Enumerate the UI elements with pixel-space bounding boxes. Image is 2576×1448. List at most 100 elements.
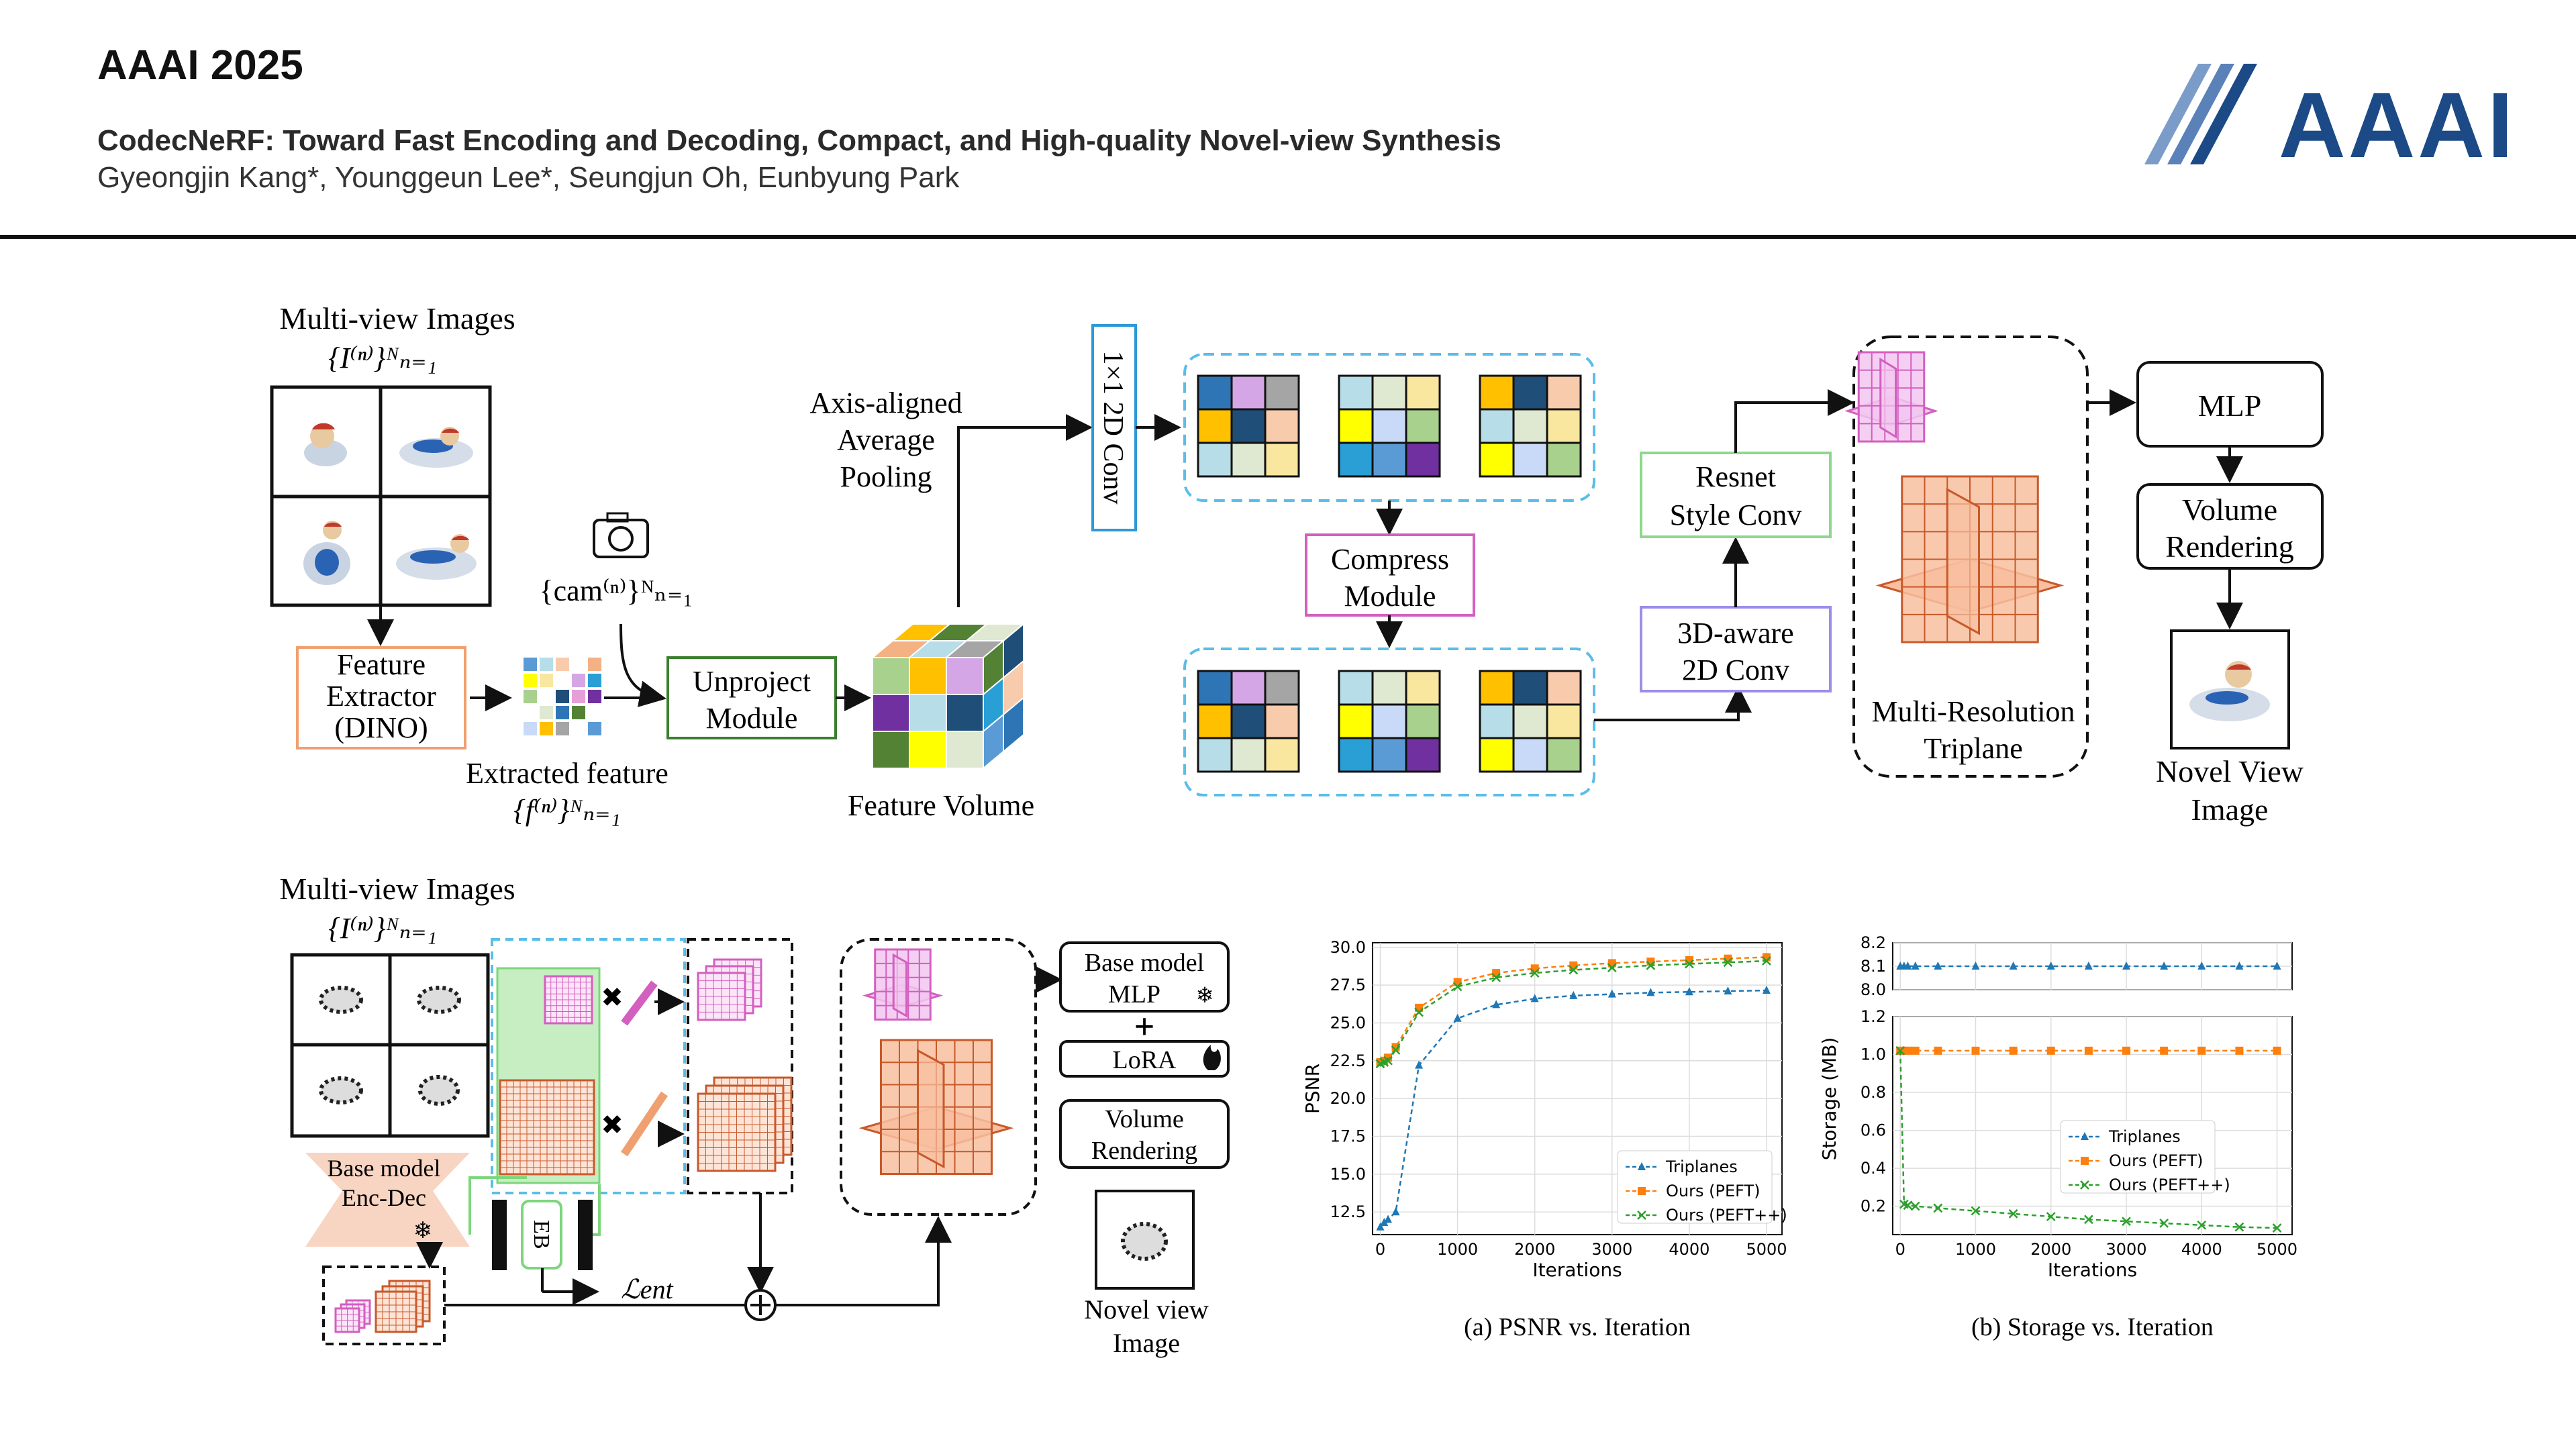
y-tick-label: 30.0 — [1330, 938, 1366, 957]
cube-front-cell — [872, 731, 910, 769]
series-line — [1899, 1050, 2277, 1229]
x-tick-label: 3000 — [2106, 1240, 2146, 1259]
data-point — [1530, 968, 1540, 978]
xz-plane-cell — [1338, 703, 1374, 739]
cube-front-cell — [872, 657, 910, 695]
legend-label: Ours (PEFT++) — [1666, 1206, 1787, 1225]
pooling-label-3: Pooling — [840, 460, 932, 493]
x-tick-label: 0 — [1375, 1240, 1385, 1259]
yz-plane-cell — [1546, 408, 1582, 444]
paper-title: CodecNeRF: Toward Fast Encoding and Deco… — [97, 124, 1501, 157]
zebra-icon — [319, 986, 461, 1106]
depth-plane — [917, 1049, 945, 1169]
legend-label: Ours (PEFT) — [1666, 1182, 1761, 1200]
bottom-large-triplane-icon — [858, 1039, 1014, 1175]
data-point — [1685, 987, 1693, 996]
feature-patch — [524, 658, 537, 671]
data-point — [1903, 1046, 1912, 1055]
data-point — [1491, 972, 1501, 982]
data-point — [2122, 1217, 2131, 1227]
mlp-label: MLP — [2198, 389, 2262, 423]
data-point — [2084, 1214, 2093, 1225]
legend-marker — [1637, 1210, 1646, 1220]
xy-plane-cell — [1197, 670, 1233, 706]
x-axis-label: Iterations — [1532, 1259, 1622, 1281]
pink-low-rank-factor — [621, 980, 658, 1026]
data-point — [1415, 1060, 1424, 1069]
y-tick-label: 27.5 — [1330, 976, 1366, 994]
feature-patch — [540, 674, 553, 687]
feature-patch — [540, 706, 553, 719]
multiply-icon-1: ✖ — [601, 982, 624, 1013]
data-point — [1607, 989, 1616, 998]
data-point — [2272, 1223, 2282, 1233]
xz-plane-cell — [1405, 703, 1441, 739]
legend-marker — [2080, 1180, 2089, 1190]
yz-plane-cell — [1546, 737, 1582, 773]
y-tick-label: 22.5 — [1330, 1051, 1366, 1070]
cube-front-cell — [946, 731, 984, 769]
data-point — [1762, 956, 1771, 966]
x-tick-label: 1000 — [1955, 1240, 1996, 1259]
multires-triplane-box — [1852, 335, 2089, 778]
yz-plane-cell — [1512, 408, 1548, 444]
xz-plane-cell — [1338, 374, 1374, 411]
xz-plane-cell — [1371, 408, 1407, 444]
x-tick-label: 5000 — [2257, 1240, 2297, 1259]
feature-patch — [556, 706, 569, 719]
data-point — [1911, 1046, 1920, 1055]
data-point — [1971, 1206, 1981, 1216]
unproject-label-1: Unproject — [693, 665, 811, 698]
data-point — [2084, 1046, 2093, 1055]
legend-marker — [1638, 1187, 1646, 1195]
xy-plane-cell — [1230, 374, 1267, 411]
xz-plane-cell — [1338, 408, 1374, 444]
data-point — [1391, 1207, 1400, 1216]
data-point — [2009, 1046, 2018, 1055]
orange-low-rank-factor — [621, 1091, 668, 1157]
legend-label: Ours (PEFT++) — [2109, 1176, 2230, 1194]
multiply-icon-2: ✖ — [601, 1110, 624, 1140]
aware-conv-box — [1640, 606, 1832, 692]
feature-patch — [572, 674, 585, 687]
depth-plane — [1946, 487, 1980, 635]
volume-rendering-label-1: Volume — [2182, 493, 2277, 527]
xz-plane-cell — [1338, 737, 1374, 773]
xy-plane-cell — [1264, 374, 1300, 411]
data-point — [1762, 985, 1771, 994]
xy-plane-cell — [1264, 670, 1300, 706]
yz-plane-cell — [1512, 737, 1548, 773]
bottom-volume-rendering-label-2: Rendering — [1091, 1137, 1197, 1165]
data-point — [1971, 1046, 1980, 1055]
data-point — [1569, 965, 1579, 975]
base-mlp-box — [1059, 941, 1230, 1013]
yz-plane-cell — [1512, 670, 1548, 706]
compress-label-2: Module — [1344, 580, 1436, 613]
triplane-label-1: Multi-Resolution — [1871, 695, 2075, 728]
x-tick-label: 3000 — [1591, 1240, 1632, 1259]
feature-patch — [556, 658, 569, 671]
legend-marker — [1638, 1162, 1646, 1170]
base-encdec-label-2: Enc-Dec — [342, 1184, 426, 1211]
legend-box — [2060, 1120, 2216, 1194]
cube-front-cell — [909, 731, 947, 769]
yz-plane-cell — [1512, 442, 1548, 478]
y-tick-label-lower: 0.2 — [1861, 1197, 1886, 1216]
pink-plane-stack — [697, 958, 762, 1021]
extracted-feature-label: Extracted feature — [466, 757, 668, 790]
y-tick-label: 25.0 — [1330, 1013, 1366, 1032]
bottom-volume-rendering-label-1: Volume — [1105, 1105, 1184, 1133]
data-point — [1414, 1007, 1424, 1017]
chart-caption: (a) PSNR vs. Iteration — [1464, 1313, 1691, 1341]
y-tick-label-lower: 0.4 — [1861, 1159, 1886, 1178]
novel-view-label-1: Novel View — [2156, 754, 2304, 788]
xy-plane-cell — [1264, 737, 1300, 773]
data-point — [1723, 958, 1733, 968]
data-point — [1380, 1217, 1389, 1226]
yz-plane-cell — [1512, 374, 1548, 411]
legend-label: Ours (PEFT) — [2109, 1151, 2203, 1170]
data-point — [2197, 1046, 2206, 1055]
xz-plane-cell — [1405, 408, 1441, 444]
